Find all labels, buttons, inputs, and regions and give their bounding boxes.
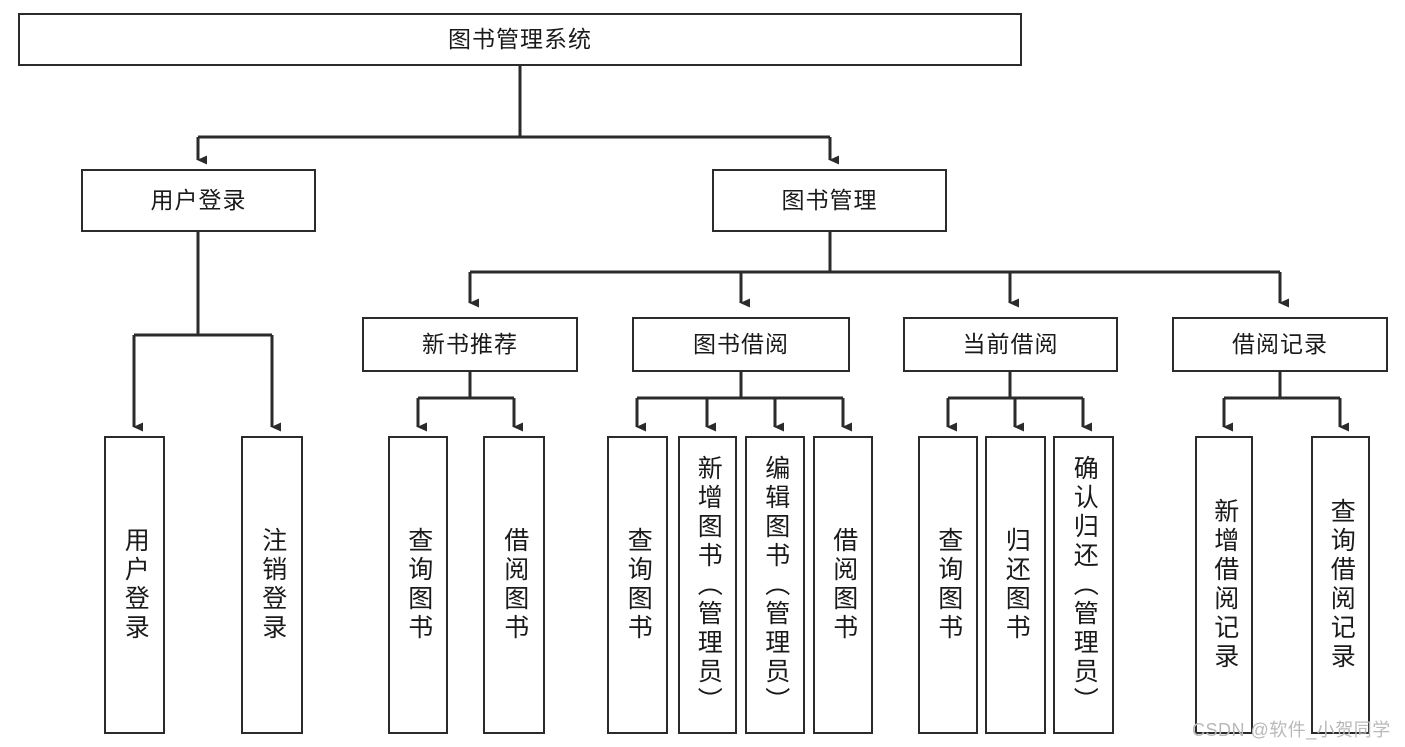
node-label: 图书管理系统 — [448, 25, 592, 52]
node-label: 新增借阅记录 — [1210, 498, 1239, 672]
node-label: 图书管理 — [781, 186, 878, 213]
leaf-borrow-record-add-record[interactable]: 新增借阅记录 — [1195, 436, 1253, 734]
node-label: 确认归还（管理员） — [1070, 454, 1099, 716]
node-new-book-recommend[interactable]: 新书推荐 — [362, 317, 578, 372]
csdn-watermark: CSDN @软件_小贺同学 — [1192, 720, 1391, 740]
node-label: 查询图书 — [624, 527, 653, 643]
leaf-new-book-borrow-book[interactable]: 借阅图书 — [483, 436, 545, 734]
node-label: 借阅记录 — [1232, 330, 1328, 357]
node-label: 归还图书 — [1002, 527, 1031, 643]
leaf-user-login-login[interactable]: 用户登录 — [104, 436, 165, 734]
leaf-current-borrow-return-book[interactable]: 归还图书 — [985, 436, 1046, 734]
node-borrow-record[interactable]: 借阅记录 — [1172, 317, 1388, 372]
node-label: 注销登录 — [258, 527, 287, 643]
node-current-borrow[interactable]: 当前借阅 — [903, 317, 1118, 372]
leaf-current-borrow-confirm-return-admin[interactable]: 确认归还（管理员） — [1053, 436, 1114, 734]
leaf-user-login-logout[interactable]: 注销登录 — [241, 436, 303, 734]
node-label: 查询图书 — [404, 527, 433, 643]
node-label: 新书推荐 — [422, 330, 518, 357]
node-book-borrow[interactable]: 图书借阅 — [632, 317, 850, 372]
node-label: 用户登录 — [150, 186, 247, 213]
leaf-borrow-record-query-record[interactable]: 查询借阅记录 — [1311, 436, 1370, 734]
node-label: 编辑图书（管理员） — [761, 454, 790, 716]
node-label: 借阅图书 — [500, 527, 529, 643]
leaf-book-borrow-add-book-admin[interactable]: 新增图书（管理员） — [678, 436, 737, 734]
node-user-login[interactable]: 用户登录 — [81, 169, 316, 232]
leaf-current-borrow-query-book[interactable]: 查询图书 — [918, 436, 978, 734]
node-label: 当前借阅 — [962, 330, 1059, 357]
node-book-management[interactable]: 图书管理 — [712, 169, 947, 232]
leaf-book-borrow-borrow-book[interactable]: 借阅图书 — [813, 436, 873, 734]
leaf-new-book-query-book[interactable]: 查询图书 — [388, 436, 448, 734]
node-label: 新增图书（管理员） — [694, 454, 723, 716]
node-label: 图书借阅 — [693, 330, 789, 357]
node-label: 查询图书 — [934, 527, 963, 643]
leaf-book-borrow-edit-book-admin[interactable]: 编辑图书（管理员） — [745, 436, 805, 734]
node-label: 用户登录 — [121, 527, 150, 643]
node-label: 查询借阅记录 — [1327, 498, 1356, 672]
node-root-library-management-system[interactable]: 图书管理系统 — [18, 13, 1022, 66]
node-label: 借阅图书 — [829, 527, 858, 643]
leaf-book-borrow-query-book[interactable]: 查询图书 — [607, 436, 668, 734]
